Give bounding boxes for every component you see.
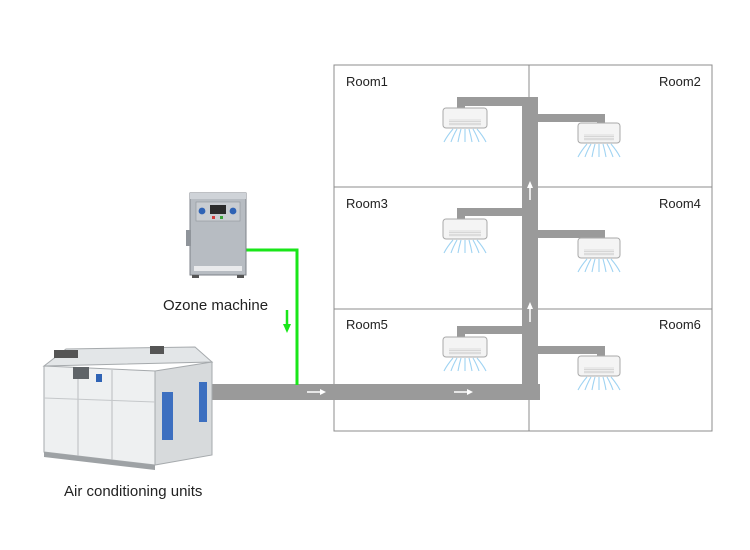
room3-label: Room3: [346, 196, 388, 211]
duct-branch-room1: [457, 97, 538, 106]
ac-units-caption: Air conditioning units: [64, 483, 203, 500]
ac-indoor-unit-room2: [577, 122, 621, 158]
flow-arrow-up-2: [527, 181, 533, 200]
duct-branch-room6: [522, 346, 605, 354]
duct-drop-room2: [597, 114, 605, 126]
cold-air-flow-room5: [443, 357, 487, 372]
flow-arrow-right-2: [454, 389, 473, 395]
air-duct-system: [212, 97, 605, 400]
room1-label: Room1: [346, 74, 388, 89]
room6-label: Room6: [659, 317, 701, 332]
cold-air-flow-room6: [577, 376, 621, 391]
building-outline: [333, 64, 713, 432]
duct-drop-room4: [597, 230, 605, 242]
room4-label: Room4: [659, 196, 701, 211]
cold-air-flow-room2: [577, 143, 621, 158]
ac-indoor-unit-room4: [577, 237, 621, 273]
cold-air-flow-room3: [443, 239, 487, 254]
main-duct-riser: [522, 97, 538, 400]
duct-branch-room2: [522, 114, 605, 122]
duct-drop-room6: [597, 346, 605, 358]
duct-drop-room1: [457, 97, 465, 111]
duct-drop-room3: [457, 208, 465, 222]
flow-arrow-up-1: [527, 302, 533, 322]
ozone-machine-caption: Ozone machine: [163, 297, 269, 314]
room2-label: Room2: [659, 74, 701, 89]
indoor-ac-units: [442, 107, 621, 391]
ac-indoor-unit-room5: [442, 336, 488, 372]
flow-arrow-right-1: [307, 389, 326, 395]
duct-branch-room4: [522, 230, 605, 238]
ozone-machine-image: [186, 192, 247, 278]
ac-indoor-unit-room6: [577, 355, 621, 391]
room5-label: Room5: [346, 317, 388, 332]
main-duct-horizontal: [212, 384, 540, 400]
ac-indoor-unit-room3: [442, 218, 488, 254]
duct-branch-room5: [457, 326, 538, 334]
duct-flow-arrows: [307, 181, 533, 395]
duct-drop-room5: [457, 326, 465, 340]
cold-air-flow-room4: [577, 258, 621, 273]
ozone-flow-arrow: [283, 310, 291, 333]
duct-branch-room3: [457, 208, 538, 216]
ozone-supply-line: [246, 248, 299, 385]
cold-air-flow-room1: [443, 128, 487, 143]
ac-indoor-unit-room1: [442, 107, 488, 143]
air-handling-unit-image: [42, 346, 214, 470]
